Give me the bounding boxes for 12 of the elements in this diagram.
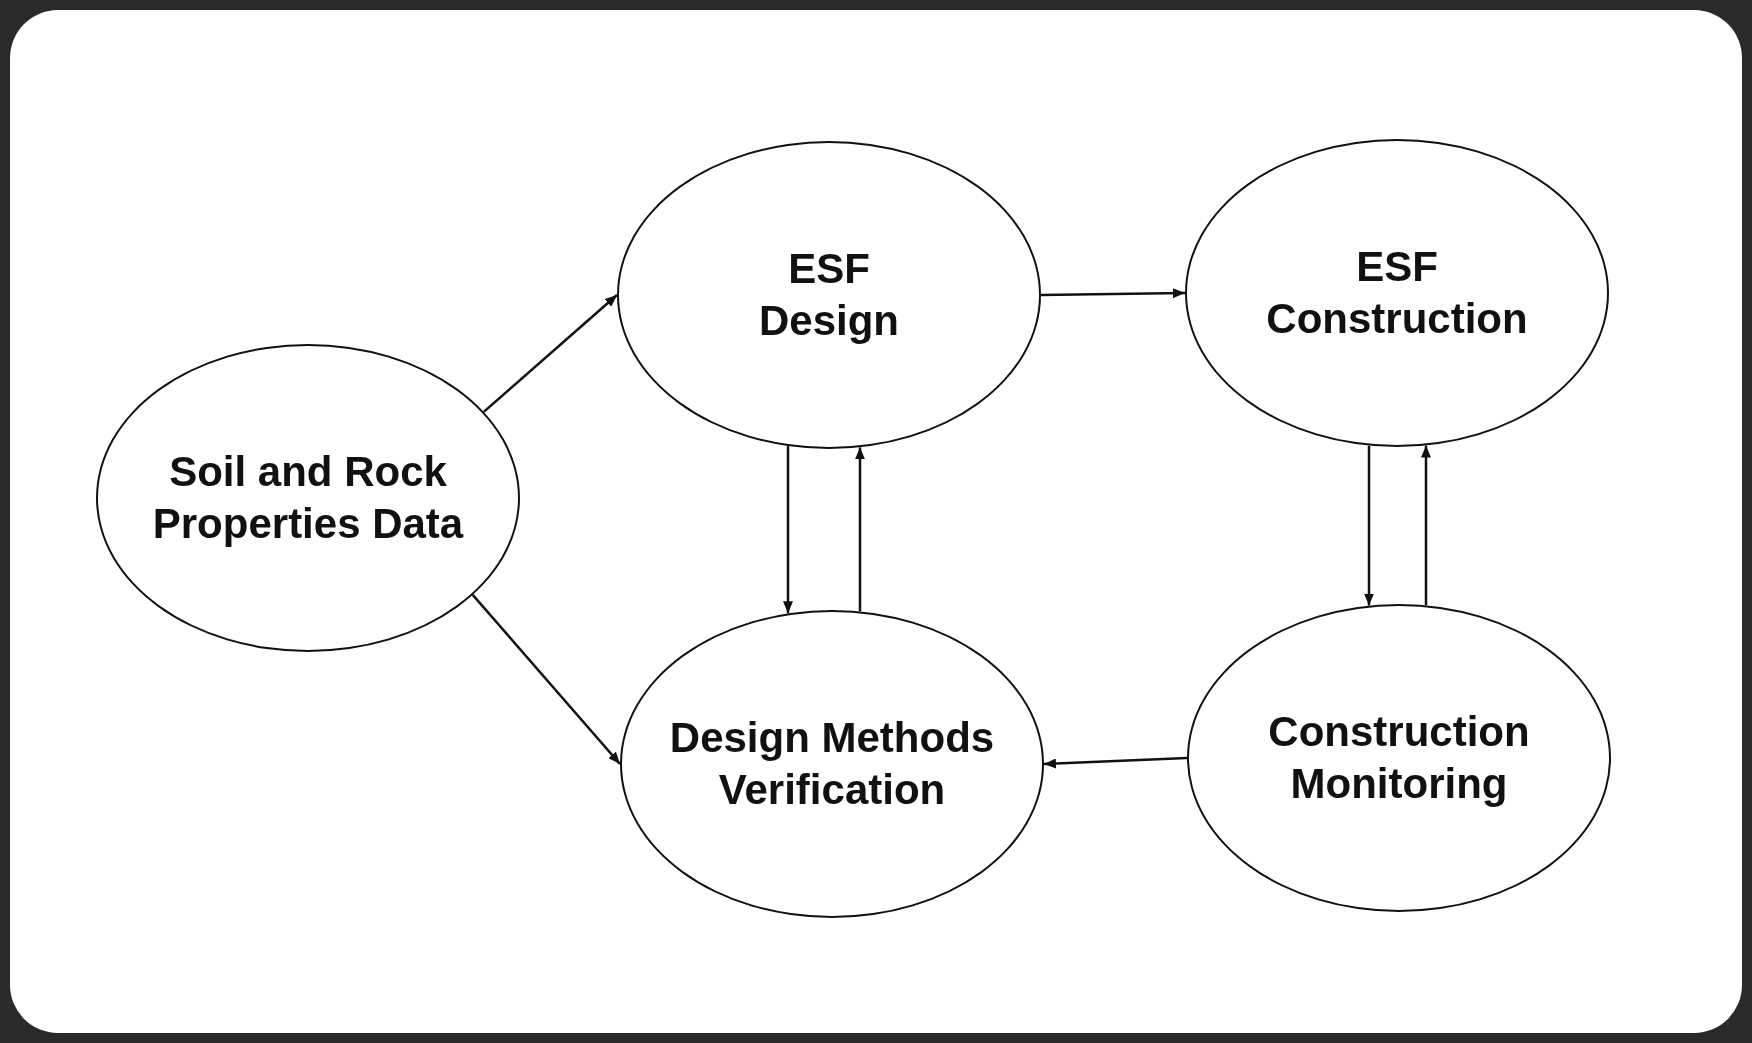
arrow [482, 294, 618, 413]
arrow [1043, 756, 1188, 769]
node-label: Construction Monitoring [1267, 706, 1531, 809]
arrow [471, 594, 621, 765]
arrow [1041, 288, 1185, 299]
arrow [1364, 445, 1374, 606]
arrow [1421, 445, 1431, 606]
node-label: Soil and Rock Properties Data [151, 446, 465, 549]
node-label: ESF Construction [1265, 241, 1529, 344]
arrow [855, 447, 865, 612]
node-label: Design Methods Verification [668, 712, 996, 815]
node-label: ESF Design [758, 243, 900, 346]
